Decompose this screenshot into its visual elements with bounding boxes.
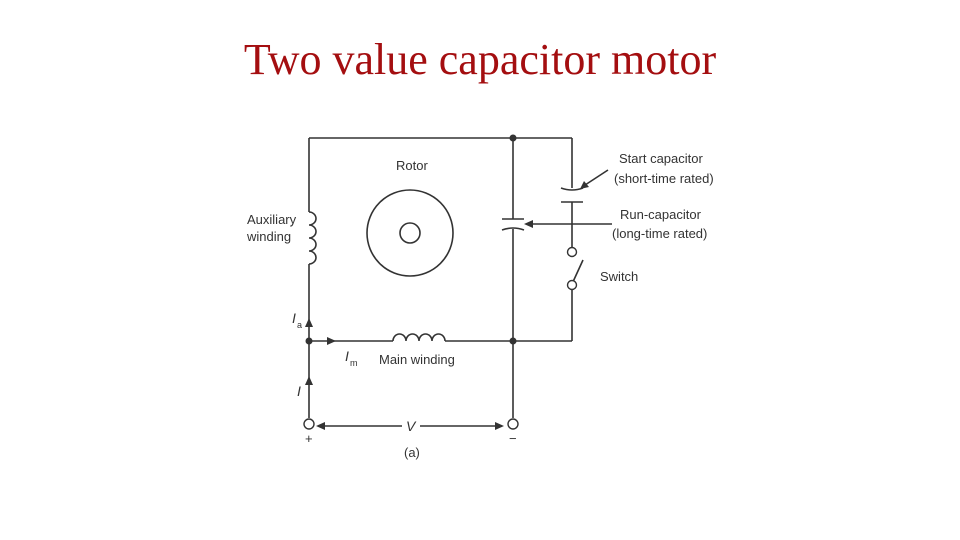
figure-caption: (a): [404, 445, 420, 460]
junction-right: [509, 337, 517, 345]
positive-sign: +: [305, 431, 313, 446]
run-capacitor-label-line2: (long-time rated): [612, 226, 707, 241]
current-main-label: I: [345, 348, 349, 364]
main-winding-coil: [392, 333, 446, 342]
rotor-outer: [366, 189, 454, 277]
start-capacitor-label-line1: Start capacitor: [619, 151, 703, 166]
run-capacitor-label-line1: Run-capacitor: [620, 207, 702, 222]
current-main-subscript: m: [350, 358, 358, 368]
voltage-arrow-left: [316, 422, 325, 430]
slide-title: Two value capacitor motor: [243, 35, 717, 84]
switch-contact-top: [566, 246, 578, 258]
negative-sign: −: [509, 431, 517, 446]
terminal-positive: [303, 418, 315, 430]
switch-contact-bottom: [566, 279, 578, 291]
junction-left: [305, 337, 313, 345]
voltage-label: V: [406, 418, 417, 434]
voltage-arrow-right: [495, 422, 504, 430]
run-capacitor-leader-head: [524, 220, 533, 228]
current-aux-arrow: [305, 318, 313, 327]
start-capacitor-label-line2: (short-time rated): [614, 171, 714, 186]
current-aux-subscript: a: [297, 320, 302, 330]
current-total-arrow: [305, 376, 313, 385]
rotor-shaft: [399, 222, 421, 244]
main-winding-label: Main winding: [379, 352, 455, 367]
auxiliary-winding-coil: [308, 211, 317, 265]
run-capacitor-plate-bottom: [501, 227, 525, 231]
current-total-label: I: [297, 383, 301, 399]
current-aux-label: I: [292, 310, 296, 326]
start-capacitor-plate-top: [560, 187, 584, 191]
switch-blade: [571, 259, 584, 285]
switch-label: Switch: [600, 269, 638, 284]
rotor-label: Rotor: [396, 158, 428, 173]
auxiliary-winding-label-line2: winding: [246, 229, 291, 244]
current-main-arrow: [327, 337, 336, 345]
terminal-negative: [507, 418, 519, 430]
auxiliary-winding-label-line1: Auxiliary: [247, 212, 297, 227]
junction-top: [509, 134, 517, 142]
start-capacitor-leader-head: [580, 181, 589, 189]
